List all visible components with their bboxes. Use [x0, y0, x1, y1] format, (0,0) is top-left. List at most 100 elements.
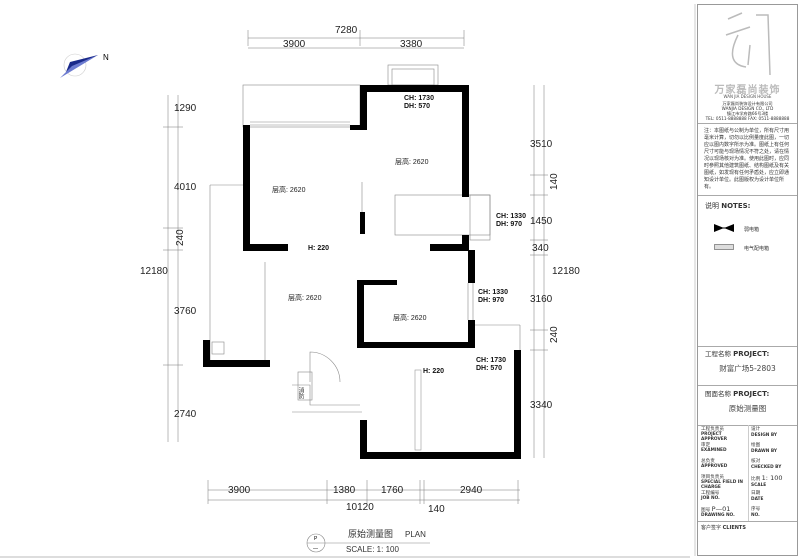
cell-en: CHECKED BY [751, 465, 782, 470]
brand-name: 万家磊尚装饰 [714, 85, 781, 96]
dim-right-5: 3160 [530, 294, 553, 305]
window-a-ch: CH: 1730 [404, 95, 434, 102]
drawing-value: 原始测量图 [728, 404, 767, 413]
title-cn: 原始测量图 [348, 528, 393, 539]
window-d-ch: CH: 1730 [476, 357, 506, 364]
dim-right-4: 340 [532, 243, 549, 254]
dim-right-total: 12180 [552, 266, 580, 277]
title-en: PLAN [405, 530, 426, 539]
cell-en: APPROVED [701, 464, 728, 469]
company-info: 万家磊尚装饰设计有限公司 WANJIA DESIGN CO., LTD 镇江市学… [698, 101, 797, 121]
company-line: 万家磊尚装饰设计有限公司 [722, 101, 773, 106]
dim-right-7: 3340 [530, 400, 553, 411]
dim-right-6: 240 [549, 326, 560, 343]
cell-en: DRAWN BY [751, 449, 777, 454]
dim-left-1: 1290 [174, 103, 197, 114]
project-name-block: 工程名称 PROJECT: 财富广场5-2803 [698, 345, 797, 386]
cell-cn: 工程负责员 [701, 427, 724, 432]
drawing-no-value: P—01 [711, 505, 731, 513]
dim-top-total: 7280 [335, 25, 358, 36]
cell-en: NO. [751, 513, 760, 518]
notes-title-en: NOTES: [721, 202, 751, 210]
brand-name-en: WAN JIA DESIGN HOUSE [723, 94, 772, 99]
clients-block: 客户签字 CLIENTS [701, 525, 746, 531]
cell-cn: 序号 [751, 507, 761, 512]
cell-cn: 绘图 [751, 443, 761, 448]
window-d-dh: DH: 570 [476, 365, 502, 372]
cell-en: SCALE [751, 483, 767, 488]
legend-item-weak-current: 弱电箱 [744, 227, 760, 233]
room-height-upper-right: 层高: 2620 [395, 157, 429, 166]
cell-en: PROJECT APPROVER [701, 432, 728, 442]
cell-cn: 图号 [701, 508, 711, 513]
dim-top-2: 3380 [400, 39, 423, 50]
cell-cn: 总负责 [701, 459, 715, 464]
title-block: 万家磊尚装饰 WAN JIA DESIGN HOUSE 万家磊尚装饰设计有限公司… [697, 4, 798, 556]
cell-cn: 设计 [751, 427, 761, 432]
dim-right-1: 3510 [530, 139, 553, 150]
dim-left-4: 3760 [174, 306, 197, 317]
legend: 说明 NOTES: 弱电箱 电气配电箱 [698, 195, 797, 347]
fire-shaft-label: 消防 [297, 386, 304, 400]
beam-height-2: H: 220 [423, 368, 444, 375]
cell-en: EXAMINED [701, 448, 727, 453]
notes-text: 注：本图纸与公制为单位，所有尺寸用毫米计算，切勿以比例量度此图，一切应以图内数字… [704, 128, 790, 190]
dim-top-1: 3900 [283, 39, 306, 50]
dim-left-2: 4010 [174, 182, 197, 193]
cell-cn: 核对 [751, 459, 761, 464]
dim-left-3: 240 [175, 229, 186, 246]
project-label-en: PROJECT: [733, 350, 770, 358]
dim-bottom-2: 1380 [333, 485, 356, 496]
window-c-ch: CH: 1330 [478, 289, 508, 296]
dim-bottom-1: 3900 [228, 485, 251, 496]
dim-bottom-extra: 140 [428, 504, 445, 515]
dim-bottom-4: 2940 [460, 485, 483, 496]
dim-left-5: 2740 [174, 409, 197, 420]
company-logo: 万家磊尚装饰 WAN JIA DESIGN HOUSE 万家磊尚装饰设计有限公司… [698, 5, 797, 124]
cell-en: DATE [751, 497, 764, 502]
window-c-dh: DH: 970 [478, 297, 504, 304]
notes-title-cn: 说明 [705, 202, 719, 210]
drawing-name-block: 图面名称 PROJECT: 原始测量图 [698, 385, 797, 426]
client-label-en: CLIENTS [722, 525, 746, 531]
dim-left-total: 12180 [140, 266, 168, 277]
window-b-dh: DH: 970 [496, 221, 522, 228]
client-label-cn: 客户签字 [701, 525, 722, 531]
window-b-ch: CH: 1330 [496, 213, 526, 220]
cell-en: JOB NO. [701, 496, 720, 501]
compass-icon: N [60, 53, 109, 78]
project-value: 财富广场5-2803 [719, 364, 776, 373]
company-line: TEL: 0511-8888888 FAX: 0511-8888888 [705, 116, 790, 121]
walls [203, 85, 521, 459]
room-height-middle-right: 层高: 2620 [393, 313, 427, 322]
cell-cn: 项目负责员 [701, 475, 724, 480]
dim-bottom-total: 10120 [346, 502, 374, 513]
title-scale: SCALE: 1: 100 [346, 545, 399, 554]
distribution-box-icon [714, 244, 734, 250]
logo-mark-icon [725, 12, 771, 76]
drawing-label-cn: 图面名称 [705, 390, 731, 398]
cell-en: SPECIAL FIELD IN CHARGE [701, 480, 743, 490]
title-symbol-top: P [314, 536, 318, 542]
dim-right-2: 140 [549, 173, 560, 190]
drawing-label-en: PROJECT: [733, 390, 770, 398]
legend-item-distribution-box: 电气配电箱 [744, 246, 770, 252]
cell-cn: 比例 [751, 477, 761, 482]
thin-outlines [209, 64, 521, 451]
beam-height-1: H: 220 [308, 245, 329, 252]
window-a-dh: DH: 570 [404, 103, 430, 110]
cell-en: DRAWING NO. [701, 513, 735, 518]
company-line: 镇江市学府路66号3楼 [726, 111, 769, 116]
cell-cn: 日期 [751, 491, 761, 496]
project-label-cn: 工程名称 [705, 350, 731, 358]
cell-cn: 工程编号 [701, 491, 720, 496]
cell-en: DESIGN BY [751, 433, 777, 438]
dimension-lines [163, 4, 696, 556]
dim-bottom-3: 1760 [381, 485, 404, 496]
north-label: N [103, 53, 109, 62]
room-height-upper-left: 层高: 2620 [272, 185, 306, 194]
drawing-title: P — 原始测量图 PLAN SCALE: 1: 100 [306, 528, 430, 554]
company-line: WANJIA DESIGN CO., LTD [721, 106, 774, 111]
